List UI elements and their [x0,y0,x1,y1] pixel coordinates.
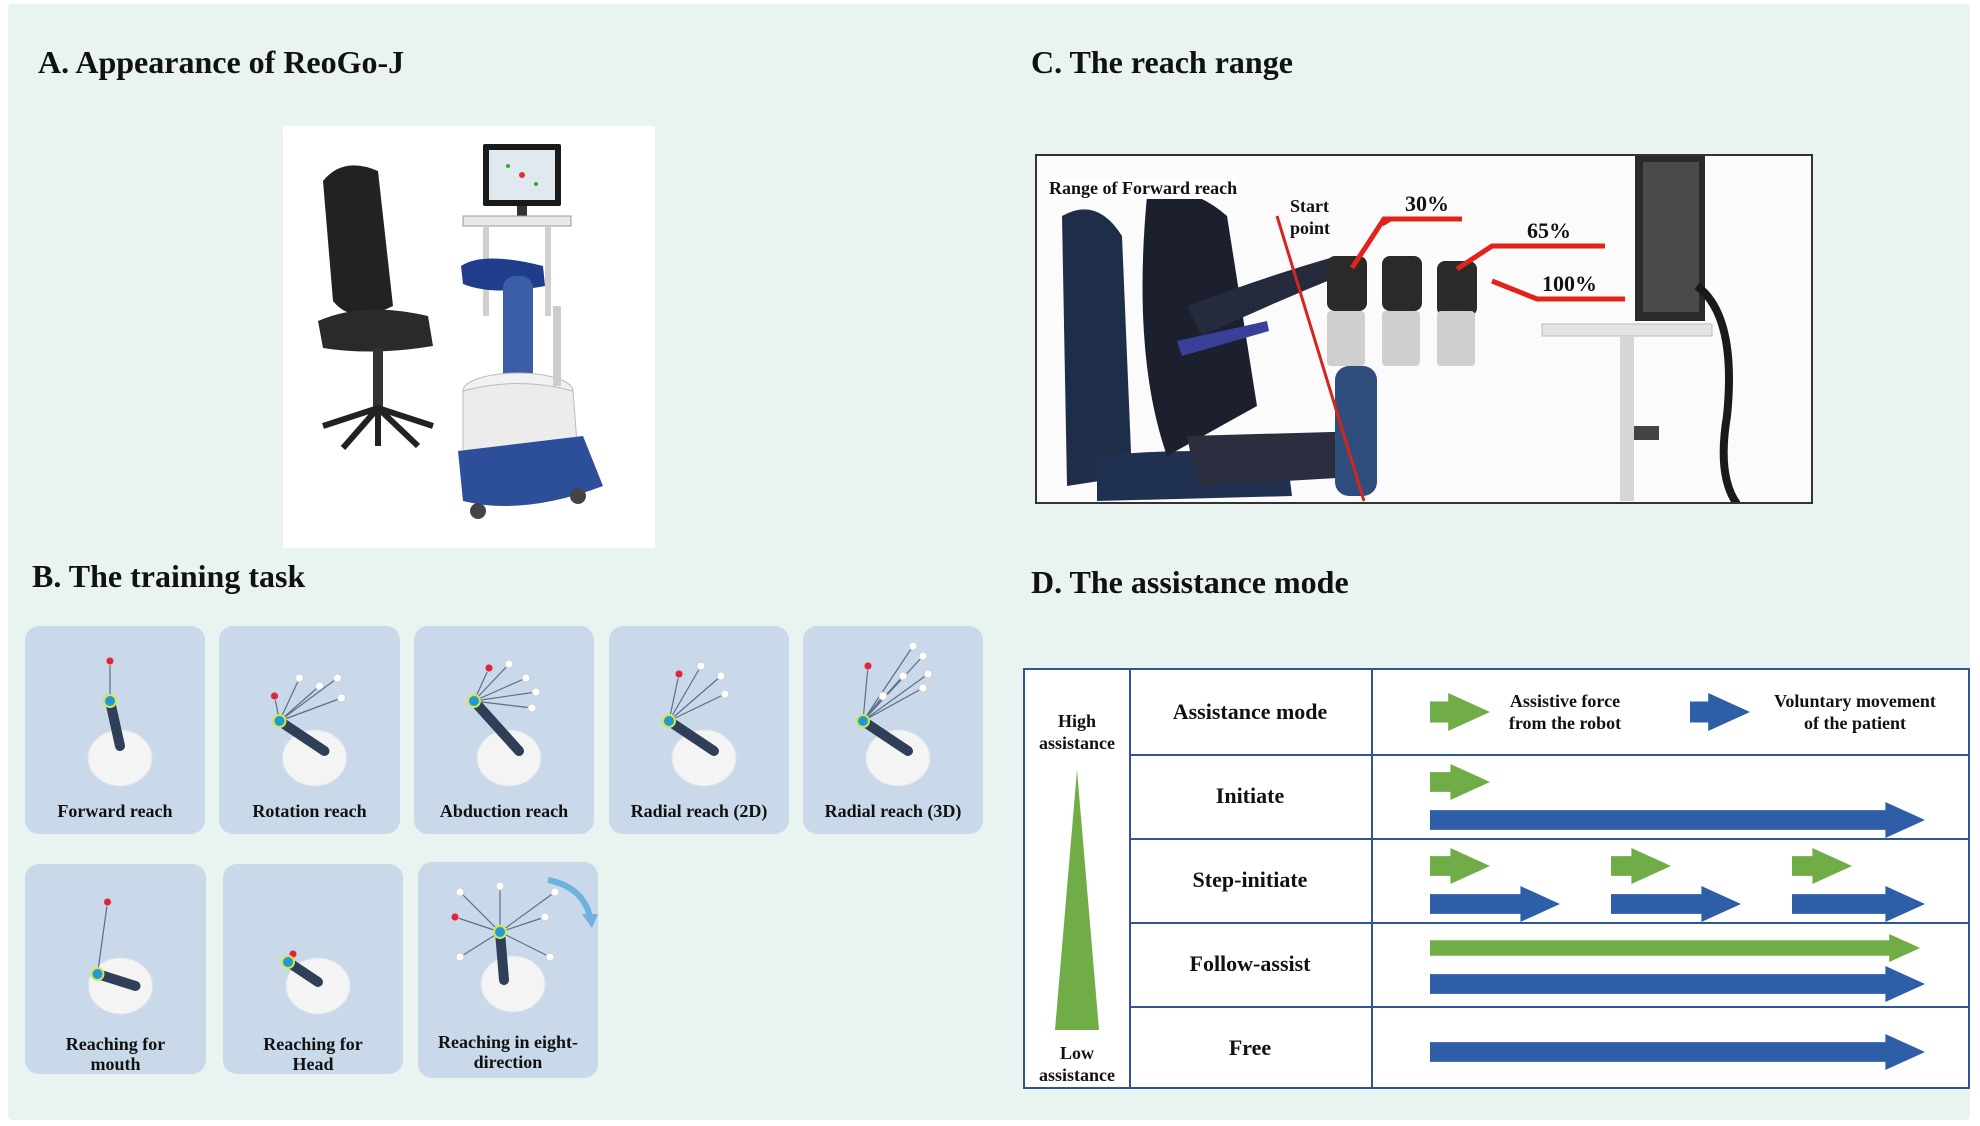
low-assistance-line1: Low [1059,1043,1094,1063]
high-assistance-label: High assistance [1039,710,1115,754]
task-illustration [450,877,598,1013]
legend-robot-text: Assistive force from the robot [1509,690,1621,734]
high-assistance-line2: assistance [1039,733,1115,753]
reach-65-percent-label: 65% [1527,218,1571,243]
task-illustration [856,641,933,787]
table-row-divider [1129,1006,1968,1008]
mode-free-label: Free [1228,1035,1272,1060]
task-label: Reaching in eight-direction [418,1032,598,1072]
task-label: Radial reach (2D) [609,801,789,821]
mode-initiate-label: Initiate [1215,783,1285,808]
task-illustration [87,656,153,787]
task-label-line1: Radial reach (3D) [824,801,962,821]
panel-a-title: A. Appearance of ReoGo-J [38,44,405,80]
task-label-line1: Reaching in eight- [437,1032,578,1052]
task-illustration [281,949,351,1015]
table-divider-mode [1371,670,1373,1087]
task-tile-forward-reach: Forward reach [25,626,205,834]
table-row-divider [1129,922,1968,924]
task-label-line1: Reaching for [65,1034,166,1054]
range-of-forward-reach-label: Range of Forward reach [1049,178,1238,199]
panel-c-title: C. The reach range [1031,44,1293,80]
task-label-line2: mouth [90,1054,141,1074]
task-label-line2: Head [292,1054,334,1074]
low-assistance-label: Low assistance [1039,1042,1115,1086]
patient-arrow [1611,886,1741,922]
robot-arrow [1430,764,1490,800]
task-label: Radial reach (3D) [803,801,983,821]
robot-arrow [1430,848,1490,884]
reach-range-photo: Range of Forward reach Start point 30% 6… [1035,154,1813,504]
task-tile-radial-reach-3d: Radial reach (3D) [803,626,983,834]
start-point-label-line2: point [1290,218,1331,238]
task-label: Forward reach [25,801,205,821]
task-label: Abduction reach [414,801,594,821]
legend-robot-line1: Assistive force [1509,691,1621,711]
table-divider-axis [1129,670,1131,1087]
legend-patient-line2: of the patient [1803,713,1906,733]
legend-patient-arrow [1690,693,1750,731]
robot-arrow [1792,848,1852,884]
task-illustration [467,659,542,787]
assistance-mode-table: High assistance Low assistance Assistanc… [1023,668,1970,1089]
table-row-divider [1129,754,1968,756]
reach-30-percent-label: 30% [1405,191,1449,216]
task-tile-abduction-reach: Abduction reach [414,626,594,834]
patient-arrow [1430,802,1925,838]
mode-follow-assist-label: Follow-assist [1189,951,1311,976]
patient-arrow [1430,886,1560,922]
panel-d-title: D. The assistance mode [1031,564,1349,600]
legend-robot-arrow [1430,693,1490,731]
task-label-line2: direction [473,1052,543,1072]
low-assistance-line2: assistance [1039,1065,1115,1085]
reach-100-percent-label: 100% [1542,271,1597,296]
task-label-line1: Forward reach [57,801,173,821]
legend-robot-line2: from the robot [1508,713,1622,733]
robot-arrow [1611,848,1671,884]
task-label-line1: Reaching for [263,1034,363,1054]
task-label-line1: Abduction reach [439,801,569,821]
figure-background: A. Appearance of ReoGo-J C. The reach ra… [8,4,1970,1120]
assistance-arrows [1430,693,1925,1070]
mode-step-initiate-label: Step-initiate [1192,867,1308,892]
task-label-line1: Rotation reach [252,801,367,821]
reogo-device-photo [283,126,655,548]
task-illustration [88,897,153,1015]
task-tile-radial-reach-2d: Radial reach (2D) [609,626,789,834]
task-label: Rotation reach [219,801,400,821]
start-point-label-line1: Start [1290,196,1329,216]
reach-range-illustration [1037,156,1811,502]
high-assistance-line1: High [1057,711,1096,731]
assistance-gradient-triangle [1055,770,1099,1030]
task-label-line1: Radial reach (2D) [630,801,768,821]
panel-b-title: B. The training task [32,558,306,594]
patient-arrow [1792,886,1925,922]
table-row-divider [1129,838,1968,840]
reogo-device-illustration [318,144,603,519]
legend-patient-line1: Voluntary movement [1774,691,1936,711]
assistance-mode-header: Assistance mode [1172,699,1328,724]
task-illustration [662,661,737,787]
patient-arrow [1430,1034,1925,1070]
robot-arrow [1430,934,1920,962]
task-tile-reaching-eight-direction: Reaching in eight-direction [418,862,598,1078]
task-tile-rotation-reach: Rotation reach [219,626,400,834]
legend-patient-text: Voluntary movement of the patient [1774,690,1936,734]
task-illustration [270,673,347,787]
patient-arrow [1430,966,1925,1002]
